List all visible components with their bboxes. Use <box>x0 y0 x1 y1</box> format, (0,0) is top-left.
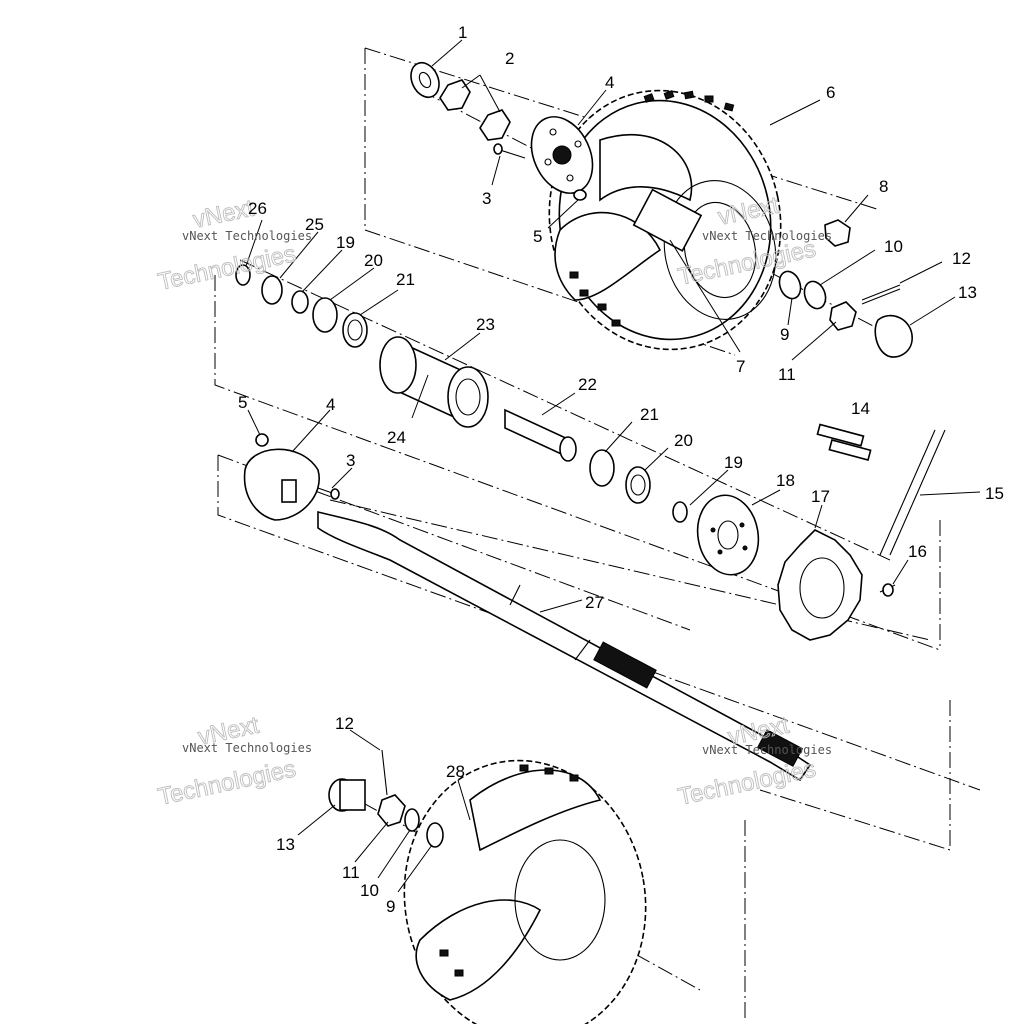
top-tire-assembly <box>548 89 782 351</box>
watermark-text: vNext Technologies <box>182 229 312 243</box>
watermark-outline-word: Technologies <box>156 755 299 811</box>
callout-2: 2 <box>505 49 514 68</box>
callout-7: 7 <box>736 357 745 376</box>
callout-3: 3 <box>482 189 491 208</box>
brake-disc-and-sprocket <box>696 423 946 641</box>
callout-9: 9 <box>780 325 789 344</box>
callout-1: 1 <box>458 23 467 42</box>
callout-21-top: 21 <box>396 270 415 289</box>
callout-23: 23 <box>476 315 495 334</box>
watermark-text: vNext Technologies <box>702 229 832 243</box>
callout-leader-lines <box>245 39 981 893</box>
callout-6: 6 <box>826 83 835 102</box>
callout-numbers: 1 2 3 4 5 6 7 8 9 10 11 12 13 14 15 16 1… <box>238 23 1004 916</box>
callout-3-lower: 3 <box>346 451 355 470</box>
callout-20-top: 20 <box>364 251 383 270</box>
callout-15: 15 <box>985 484 1004 503</box>
callout-4-lower: 4 <box>326 395 335 414</box>
watermark-text: vNext Technologies <box>182 741 312 755</box>
watermark-text: vNext Technologies <box>702 743 832 757</box>
callout-28: 28 <box>446 762 465 781</box>
callout-27: 27 <box>585 593 604 612</box>
bearing-carrier-stack <box>235 264 688 523</box>
callout-13-lower: 13 <box>276 835 295 854</box>
callout-11-lower: 11 <box>342 863 360 882</box>
callout-16: 16 <box>908 542 927 561</box>
callout-10: 10 <box>884 237 903 256</box>
callout-8: 8 <box>879 177 888 196</box>
callout-12: 12 <box>952 249 971 268</box>
callout-17: 17 <box>811 487 830 506</box>
callout-4: 4 <box>605 73 614 92</box>
callout-21: 21 <box>640 405 659 424</box>
callout-18: 18 <box>776 471 795 490</box>
bottom-tire-assembly <box>328 749 647 1024</box>
callout-20: 20 <box>674 431 693 450</box>
callout-13: 13 <box>958 283 977 302</box>
callout-26: 26 <box>248 199 267 218</box>
axle-hub-flange <box>243 433 340 521</box>
callout-25: 25 <box>305 215 324 234</box>
callout-10-lower: 10 <box>360 881 379 900</box>
callout-14: 14 <box>851 399 870 418</box>
callout-19-top: 19 <box>336 233 355 252</box>
watermark-outline-word: Technologies <box>676 755 819 811</box>
callout-5-lower: 5 <box>238 393 247 412</box>
callout-24: 24 <box>387 428 406 447</box>
callout-5: 5 <box>533 227 542 246</box>
top-hub-parts <box>410 61 913 358</box>
callout-22: 22 <box>578 375 597 394</box>
callout-9-lower: 9 <box>386 897 395 916</box>
watermark-outline-word: vNext <box>191 195 257 234</box>
callout-19: 19 <box>724 453 743 472</box>
axle-shaft <box>317 510 812 782</box>
callout-11: 11 <box>778 365 796 384</box>
callout-12-lower: 12 <box>335 714 354 733</box>
